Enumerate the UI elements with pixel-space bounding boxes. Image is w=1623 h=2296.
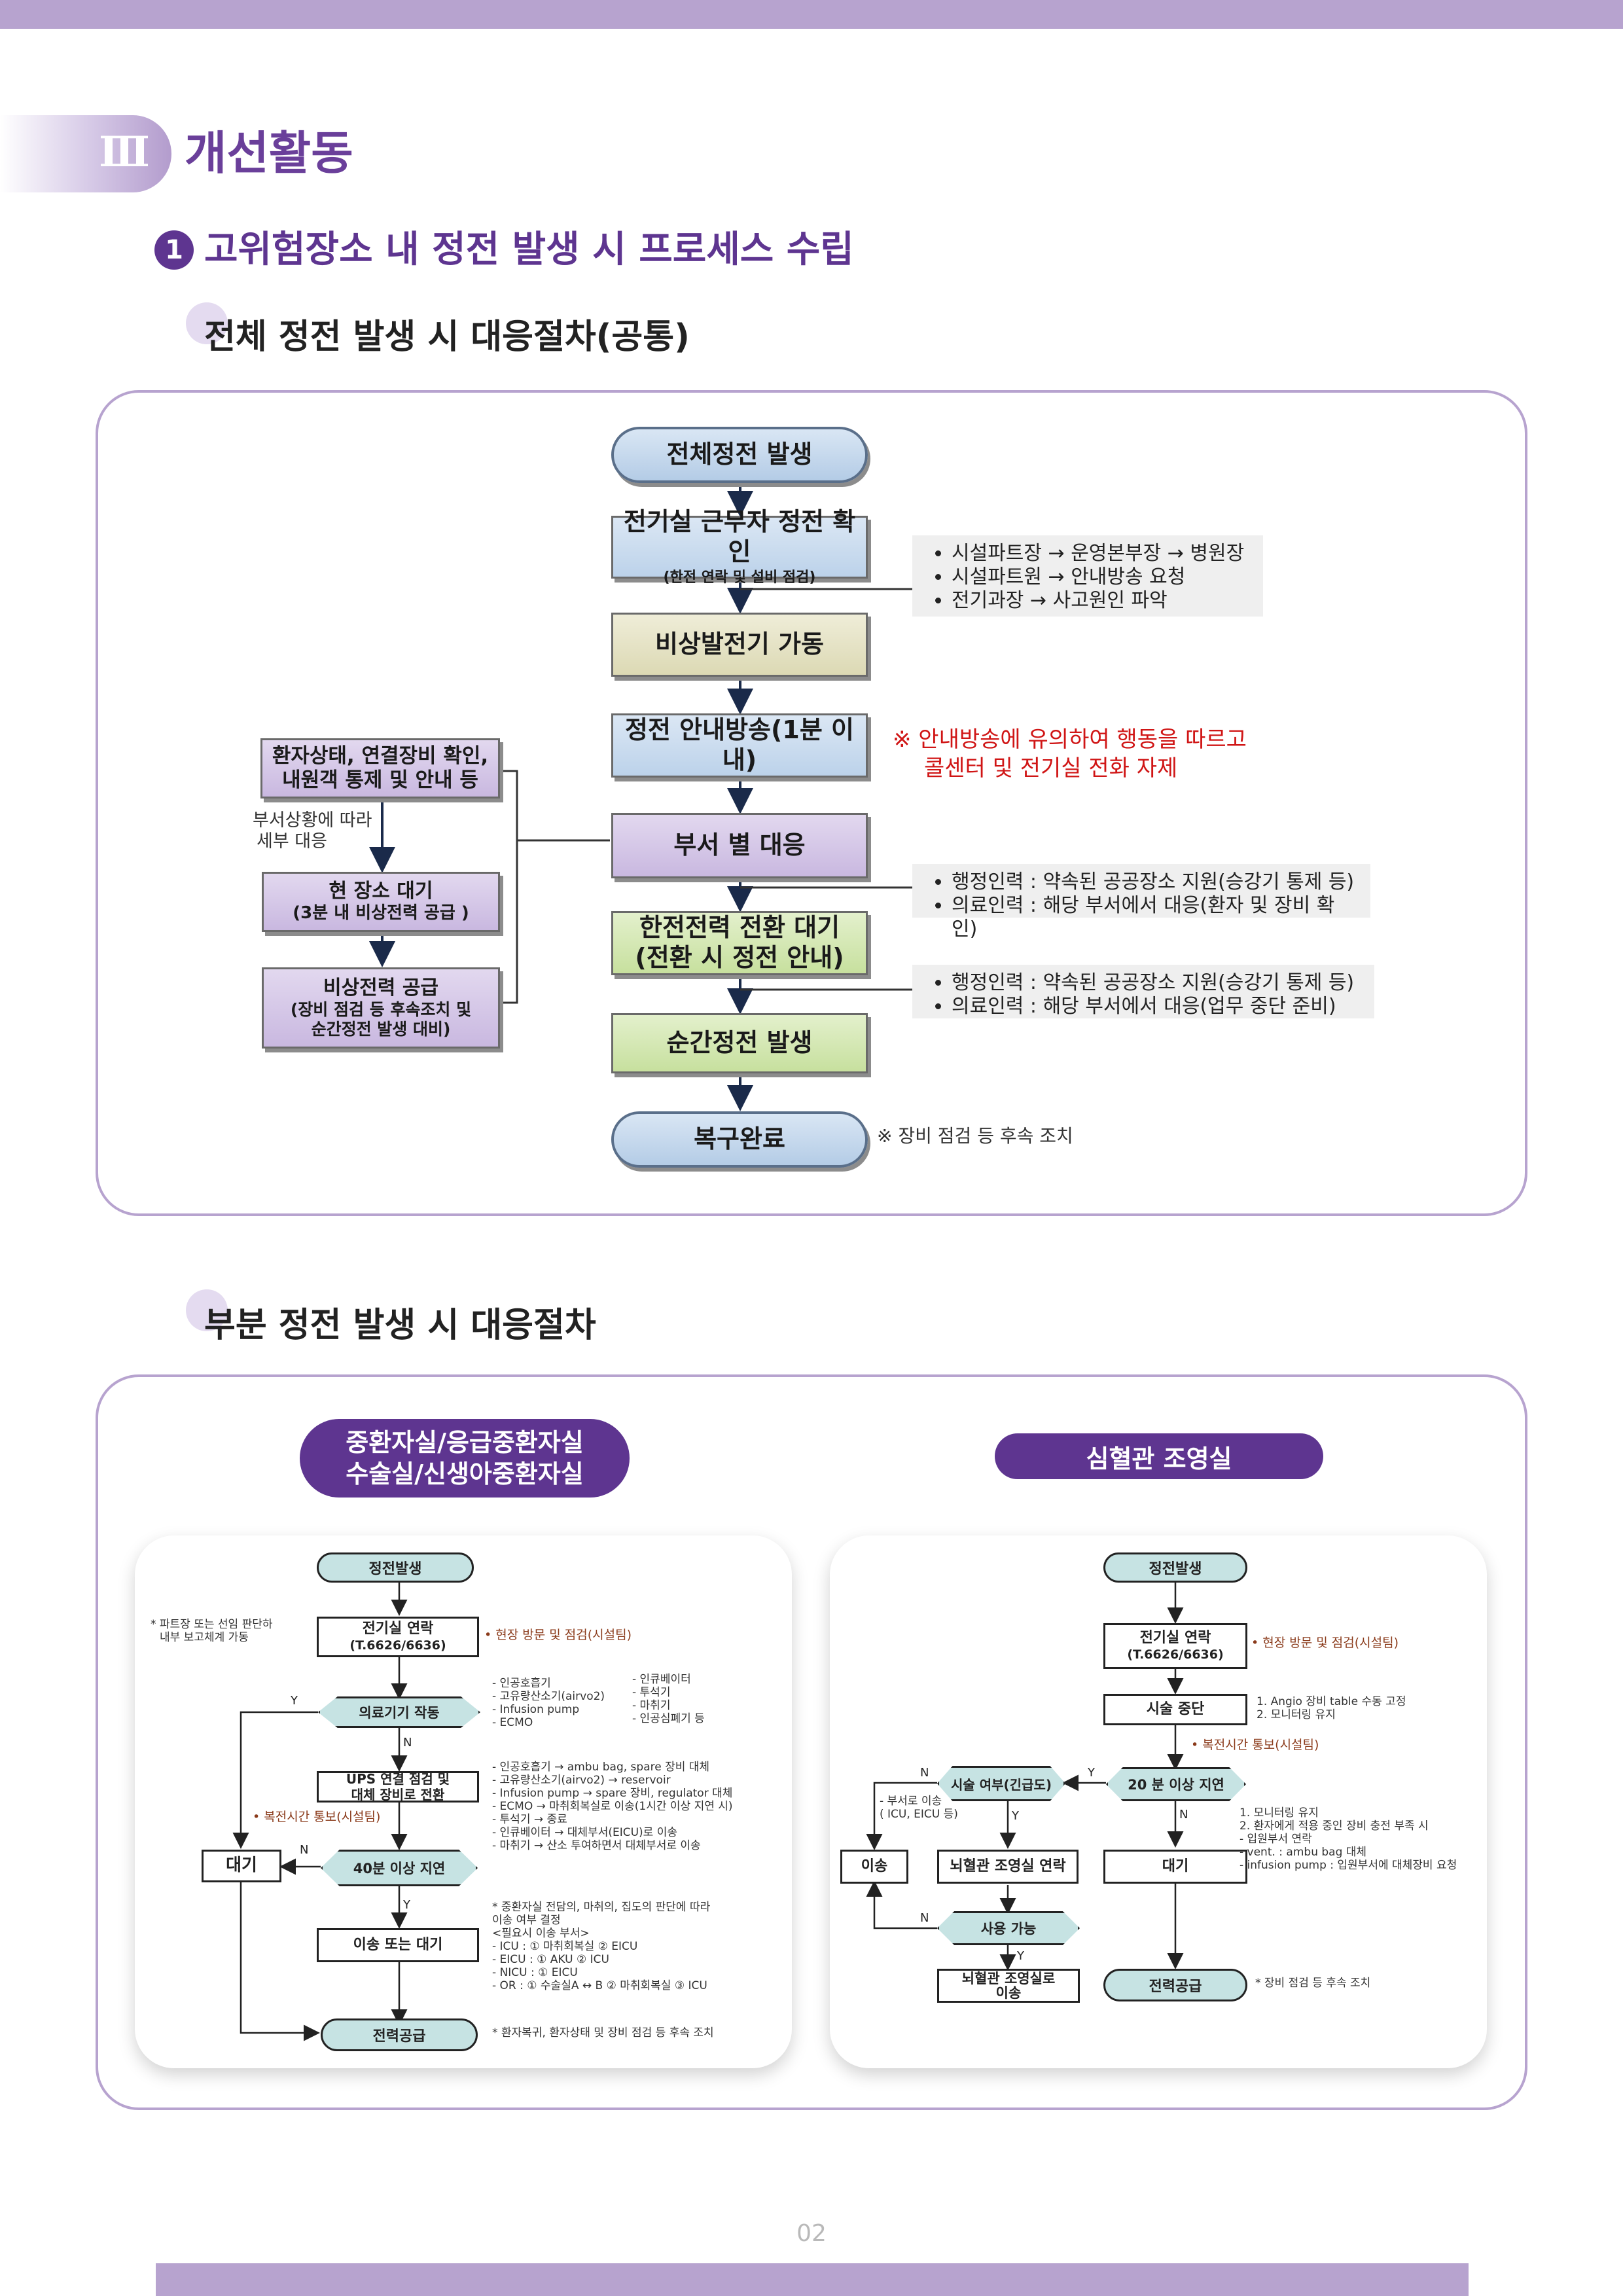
cath-no-label-2: N [920, 1766, 929, 1780]
icu-yes-label-2: Y [403, 1898, 410, 1912]
total-left-label: 부서상황에 따라 세부 대응 [253, 810, 372, 852]
page-number: 02 [796, 2220, 827, 2247]
icu-wait-node: 대기 [202, 1850, 281, 1882]
total-step1-node: 전기실 근무자 정전 확인 (한전 연락 및 설비 점검) [611, 507, 868, 586]
total-step4-node: 부서 별 대응 [611, 813, 868, 878]
total-left2-node: 현 장소 대기 (3분 내 비상전력 공급 ) [262, 872, 500, 932]
bottom-bar [156, 2263, 1469, 2296]
subsection-number: 1 [154, 230, 194, 270]
total-left3-node: 비상전력 공급 (장비 점검 등 후속조치 및 순간정전 발생 대비) [262, 967, 500, 1049]
total-note-3: 행정인력 : 약속된 공공장소 지원(승강기 통제 등) 의료인력 : 해당 부… [912, 965, 1374, 1018]
icu-end-note: * 환자복귀, 환자상태 및 장비 점검 등 후속 조치 [492, 2026, 714, 2039]
cath-visit-note: • 현장 방문 및 점검(시설팀) [1251, 1636, 1399, 1650]
icu-transfer-list: * 중환자실 전담의, 마취의, 집도의 판단에 따라 이송 여부 결정 <필요… [492, 1901, 711, 1992]
total-step2-node: 비상발전기 가동 [611, 613, 868, 677]
icu-no-label-2: N [300, 1843, 309, 1857]
cath-yes-label-3: Y [1017, 1949, 1024, 1963]
broadcast-warning: ※ 안내방송에 유의하여 행동을 따르고 콜센터 및 전기실 전화 자제 [893, 726, 1247, 781]
cath-decision-delay: 20 분 이상 지연 [1106, 1767, 1246, 1801]
icu-notify-note: • 복전시간 통보(시설팀) [253, 1810, 381, 1824]
icu-ups-node: UPS 연결 점검 및 대체 장비로 전환 [317, 1771, 479, 1803]
cath-yes-label-2: Y [1012, 1809, 1019, 1823]
cath-contact2-node: 뇌혈관 조영실 연락 [937, 1850, 1079, 1884]
cath-decision-proc: 시술 여부(긴급도) [937, 1766, 1065, 1801]
cath-stop-note: 1. Angio 장비 table 수동 고정 2. 모니터링 유지 [1257, 1695, 1406, 1721]
heading-dot [186, 302, 228, 344]
section-title: 개선활동 [185, 126, 353, 180]
icu-replace-list: - 인공호흡기 → ambu bag, spare 장비 대체 - 고유량산소기… [492, 1761, 733, 1852]
cath-wait-note: 1. 모니터링 유지 2. 환자에게 적용 중인 장비 충전 부족 시 - 입원… [1240, 1806, 1457, 1872]
total-left1-node: 환자상태, 연결장비 확인, 내원객 통제 및 안내 등 [260, 738, 500, 798]
cath-wait-node: 대기 [1103, 1850, 1247, 1884]
icu-yes-label: Y [291, 1694, 298, 1708]
icu-decision-delay: 40분 이상 지연 [321, 1850, 478, 1886]
total-note-2: 행정인력 : 약속된 공공장소 지원(승강기 통제 등) 의료인력 : 해당 부… [912, 864, 1370, 941]
cath-no-label-3: N [920, 1911, 929, 1925]
cath-no-label: N [1179, 1808, 1188, 1821]
cath-end-note: * 장비 점검 등 후속 조치 [1255, 1977, 1371, 1990]
icu-end-node: 전력공급 [321, 2018, 478, 2051]
cath-end-node: 전력공급 [1103, 1969, 1247, 2001]
icu-start-node: 정전발생 [317, 1552, 474, 1583]
cath-start-node: 정전발생 [1103, 1552, 1247, 1583]
icu-transfer-node: 이송 또는 대기 [317, 1928, 479, 1962]
cath-decision-available: 사용 가능 [937, 1911, 1080, 1945]
cath-contact-node: 전기실 연락 (T.6626/6636) [1103, 1623, 1247, 1669]
cath-notify-note: • 복전시간 통보(시설팀) [1191, 1738, 1319, 1752]
icu-no-label: N [403, 1736, 412, 1749]
total-end-note: ※ 장비 점검 등 후속 조치 [877, 1125, 1073, 1147]
total-end-node: 복구완료 [611, 1111, 868, 1168]
cath-yes-label: Y [1088, 1766, 1095, 1780]
cath-transfer-node: 뇌혈관 조영실로 이송 [937, 1969, 1080, 2003]
top-bar [0, 0, 1623, 29]
pill-icu-or: 중환자실/응급중환자실 수술실/신생아중환자실 [300, 1419, 630, 1498]
total-step5-node: 한전전력 전환 대기 (전환 시 정전 안내) [611, 911, 868, 975]
section-tab [0, 115, 171, 192]
heading-dot-2 [186, 1289, 228, 1331]
total-step6-node: 순간정전 발생 [611, 1013, 868, 1073]
icu-device-list-a: - 인공호흡기 - 고유량산소기(airvo2) - Infusion pump… [492, 1677, 605, 1729]
icu-device-list-b: - 인큐베이터 - 투석기 - 마취기 - 인공심폐기 등 [632, 1673, 705, 1725]
pill-cath-lab: 심혈관 조영실 [995, 1433, 1323, 1479]
total-heading: 전체 정전 발생 시 대응절차(공통) [204, 317, 690, 357]
subsection-title: 고위험장소 내 정전 발생 시 프로세스 수립 [204, 228, 854, 271]
cath-stop-node: 시술 중단 [1103, 1694, 1247, 1725]
icu-contact-node: 전기실 연락 (T.6626/6636) [317, 1617, 479, 1657]
total-start-node: 전체정전 발생 [611, 427, 868, 483]
icu-visit-note: • 현장 방문 및 점검(시설팀) [484, 1628, 632, 1642]
section-number: Ⅲ [99, 128, 150, 177]
icu-left-note: * 파트장 또는 선임 판단하 내부 보고체계 가동 [151, 1618, 273, 1644]
total-note-1: 시설파트장 → 운영본부장 → 병원장 시설파트원 → 안내방송 요청 전기과장… [912, 535, 1263, 617]
cath-proc-note: - 부서로 이송 ( ICU, EICU 등) [880, 1795, 958, 1821]
total-step3-node: 정전 안내방송(1분 이내) [611, 713, 868, 778]
icu-decision-device: 의료기기 작동 [318, 1696, 480, 1728]
cath-move-node: 이송 [840, 1850, 908, 1884]
partial-heading: 부분 정전 발생 시 대응절차 [204, 1306, 596, 1345]
